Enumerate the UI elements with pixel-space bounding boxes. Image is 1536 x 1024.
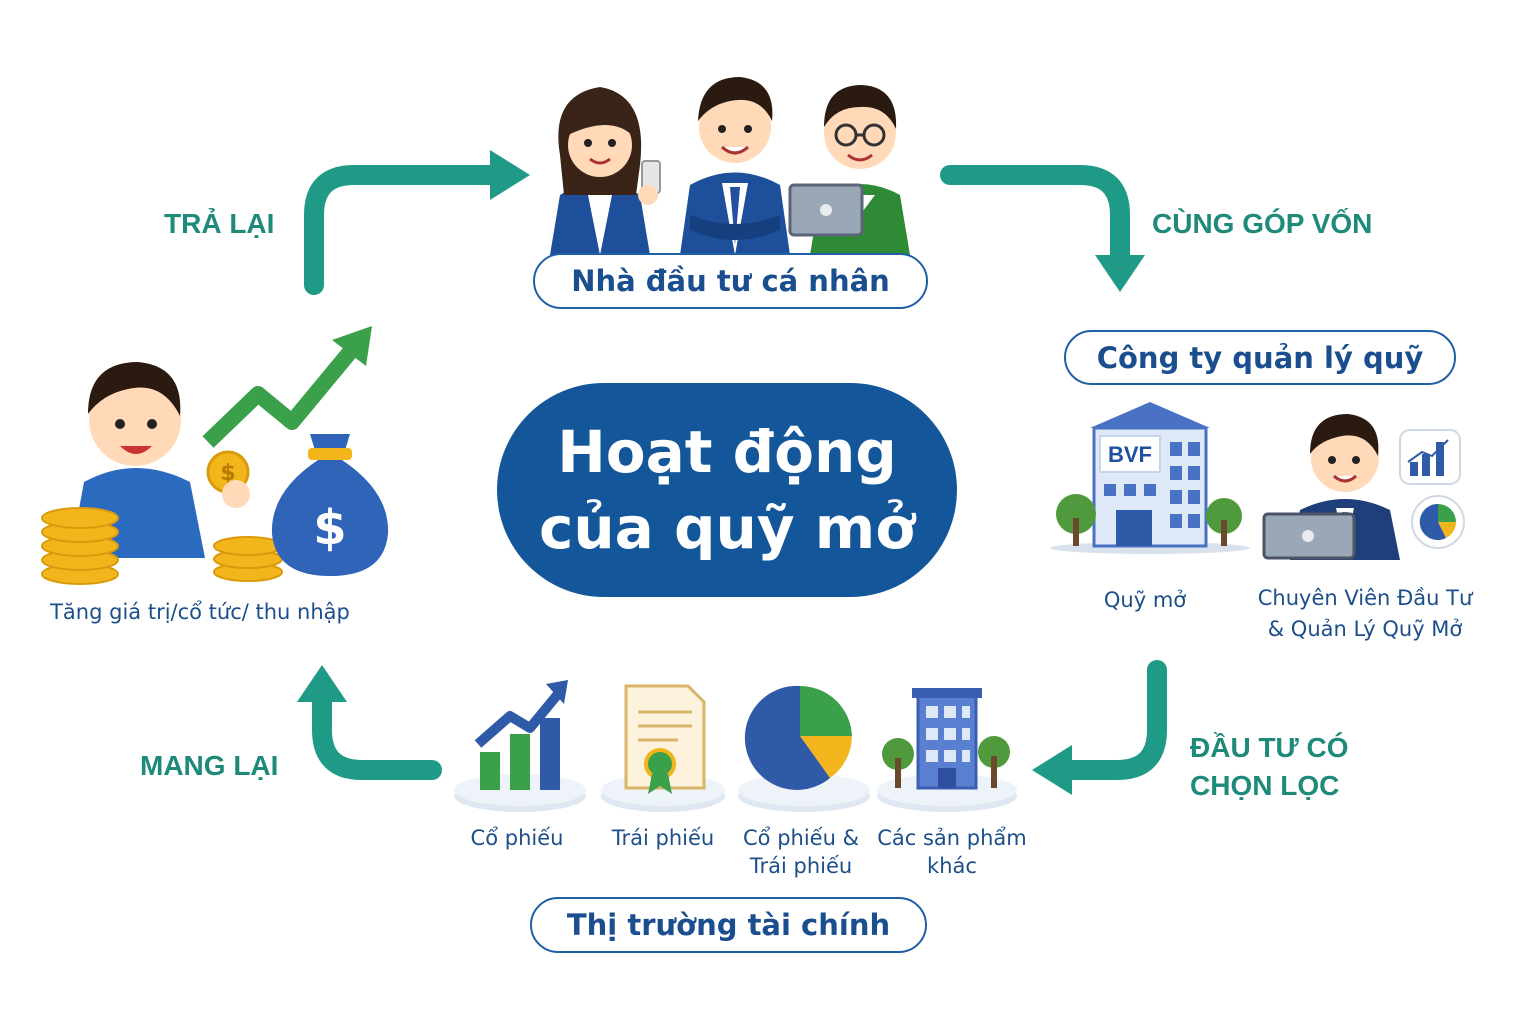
flow-label-cung-gop-von: CÙNG GÓP VỐN [1152,208,1373,239]
fund-logo-text: BVF [1108,442,1152,467]
fund-building-illustration: BVF [1050,402,1250,554]
company-pill: Công ty quản lý quỹ [1064,330,1456,385]
market-other-building-icon [877,688,1017,812]
market-item-bonds-line1: Trái phiếu [611,826,715,850]
center-title-line1: Hoạt động [557,418,897,486]
returns-illustration: $ $ [41,326,389,585]
coin-dollar-icon: $ [220,461,235,486]
fund-expert-illustration [1262,414,1465,560]
market-item-mixed-line2: Trái phiếu [749,854,853,878]
fund-expert-caption-line2: & Quản Lý Quỹ Mở [1267,617,1463,641]
fund-expert-caption-line1: Chuyên Viên Đầu Tư [1257,586,1473,610]
center-title-line2: của quỹ mở [538,494,916,562]
investors-pill: Nhà đầu tư cá nhân [533,253,928,309]
investor-woman-figure [550,87,661,255]
market-item-other-line1: Các sản phẩm [877,826,1027,850]
fund-caption: Quỹ mở [1103,588,1187,612]
market-item-other-line2: khác [927,854,977,878]
returns-caption: Tăng giá trị/cổ tức/ thu nhập [50,600,350,624]
flow-label-mang-lai: MANG LẠI [140,750,279,781]
market-item-stocks-line1: Cổ phiếu [470,826,564,850]
flow-label-dau-tu-line2: CHỌN LỌC [1190,770,1340,801]
market-stocks-icon [454,680,586,812]
flow-label-dau-tu-line1: ĐẦU TƯ CÓ [1190,732,1349,763]
market-item-mixed-line1: Cổ phiếu & [743,826,859,850]
investors-illustration [550,77,910,255]
market-mixed-pie-icon [738,685,870,812]
money-bag-dollar-icon: $ [313,500,346,556]
investor-man-glasses-figure [788,85,910,255]
center-title-pill: Hoạt động của quỹ mở [497,383,957,597]
market-bonds-icon [601,684,725,812]
investor-man-center-figure [680,77,790,255]
market-pill: Thị trường tài chính [530,897,927,953]
flow-label-tra-lai: TRẢ LẠI [164,208,275,239]
